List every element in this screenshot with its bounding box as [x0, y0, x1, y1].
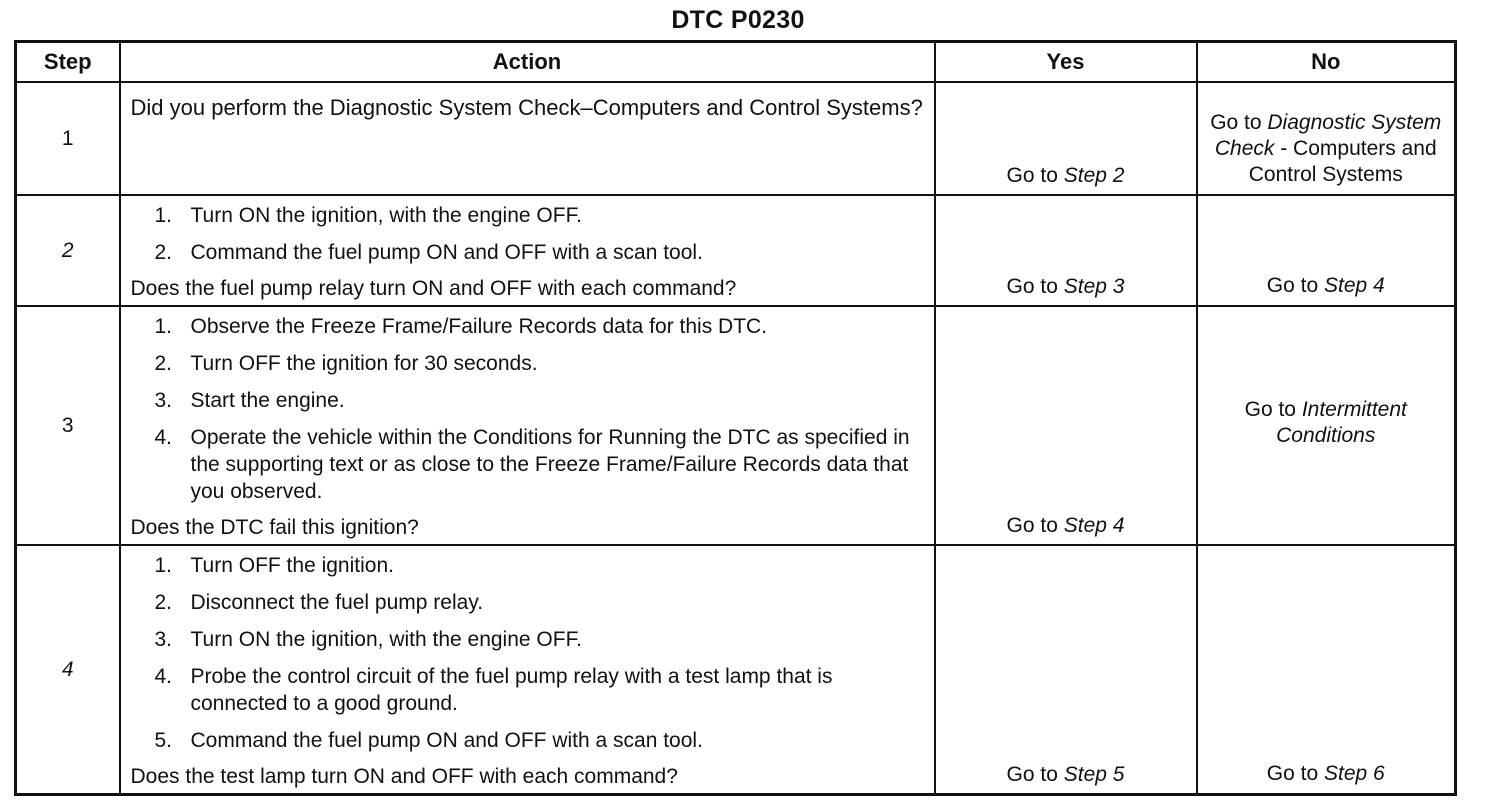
- action-item: 3. Start the engine.: [131, 387, 926, 414]
- yes-link[interactable]: Step 5: [1063, 763, 1125, 786]
- yes-prefix: Go to: [1006, 275, 1064, 298]
- action-item-text: Turn ON the ignition, with the engine OF…: [190, 628, 582, 651]
- action-cell: 1. Observe the Freeze Frame/Failure Recor…: [118, 305, 936, 546]
- action-question: Did you perform the Diagnostic System Ch…: [130, 95, 923, 120]
- yes-prefix: Go to: [1006, 514, 1064, 537]
- yes-cell: Go to Step 2: [933, 81, 1198, 196]
- action-item: 2. Turn OFF the ignition for 30 seconds.: [131, 350, 926, 377]
- action-item-number: 2.: [154, 591, 173, 614]
- yes-cell: Go to Step 5: [933, 544, 1198, 796]
- step-number: 1: [14, 81, 121, 196]
- action-item-number: 3.: [154, 628, 173, 651]
- action-item: 1. Observe the Freeze Frame/Failure Recor…: [131, 313, 926, 340]
- no-prefix: Go to: [1244, 397, 1302, 421]
- action-item-number: 1.: [154, 204, 173, 227]
- action-item-number: 4.: [154, 426, 173, 449]
- action-item-number: 2.: [154, 352, 173, 375]
- action-item-text: Probe the control circuit of the fuel pu…: [190, 665, 833, 715]
- action-question: Does the test lamp turn ON and OFF with …: [130, 765, 678, 788]
- no-link[interactable]: Step 4: [1323, 274, 1385, 297]
- step-number: 4: [14, 544, 121, 796]
- action-item-number: 4.: [154, 665, 173, 688]
- no-cell: Go to Intermittent Conditions: [1195, 305, 1457, 546]
- header-step: Step: [14, 40, 121, 83]
- action-item: 2. Disconnect the fuel pump relay.: [131, 589, 926, 616]
- no-cell: Go to Step 6: [1195, 544, 1457, 796]
- action-item-text: Command the fuel pump ON and OFF with a …: [190, 729, 703, 752]
- no-prefix: Go to: [1266, 274, 1324, 297]
- action-cell: 1. Turn ON the ignition, with the engine …: [118, 194, 936, 307]
- no-cell: Go to Diagnostic System Check - Computer…: [1195, 81, 1457, 196]
- table-row: 4 1. Turn OFF the ignition. 2. Disconnect …: [14, 544, 1457, 796]
- action-item: 1. Turn OFF the ignition.: [131, 552, 926, 579]
- yes-prefix: Go to: [1006, 164, 1064, 187]
- action-cell: 1. Turn OFF the ignition. 2. Disconnect th…: [118, 544, 936, 796]
- action-item-text: Observe the Freeze Frame/Failure Records…: [190, 315, 768, 338]
- action-item-text: Operate the vehicle within the Condition…: [190, 426, 910, 503]
- action-item-text: Turn OFF the ignition.: [190, 554, 394, 577]
- action-item: 4. Probe the control circuit of the fuel …: [131, 663, 926, 717]
- action-list: 1. Turn OFF the ignition. 2. Disconnect th…: [131, 552, 926, 754]
- action-item: 4. Operate the vehicle within the Conditi…: [131, 424, 926, 505]
- page-title: DTC P0230: [671, 6, 805, 34]
- action-item: 5. Command the fuel pump ON and OFF with …: [131, 727, 926, 754]
- diagnostic-table: Step Action Yes No 1 Did you perform the…: [14, 40, 1457, 796]
- action-item-number: 5.: [154, 729, 173, 752]
- action-item-text: Turn OFF the ignition for 30 seconds.: [190, 352, 538, 375]
- no-link[interactable]: Diagnostic System Check: [1214, 111, 1442, 160]
- no-prefix: Go to: [1266, 762, 1324, 785]
- step-number: 3: [14, 305, 121, 546]
- no-link[interactable]: Intermittent Conditions: [1276, 397, 1407, 447]
- header-action: Action: [118, 40, 936, 83]
- action-question: Does the fuel pump relay turn ON and OFF…: [130, 277, 737, 300]
- step-number: 2: [14, 194, 121, 307]
- action-item: 3. Turn ON the ignition, with the engine …: [131, 626, 926, 653]
- action-item-number: 1.: [154, 315, 173, 338]
- no-prefix: Go to: [1210, 111, 1268, 134]
- table-header-row: Step Action Yes No: [14, 40, 1457, 83]
- action-item-number: 2.: [154, 241, 173, 264]
- action-item-text: Start the engine.: [190, 389, 345, 412]
- action-list: 1. Turn ON the ignition, with the engine …: [131, 202, 926, 266]
- action-item: 1. Turn ON the ignition, with the engine …: [131, 202, 926, 229]
- yes-cell: Go to Step 3: [933, 194, 1198, 307]
- table-row: 2 1. Turn ON the ignition, with the engin…: [14, 194, 1457, 307]
- action-item: 2. Command the fuel pump ON and OFF with …: [131, 239, 926, 266]
- action-item-number: 1.: [154, 554, 173, 577]
- yes-link[interactable]: Step 4: [1063, 514, 1125, 537]
- header-no: No: [1195, 40, 1457, 83]
- header-yes: Yes: [933, 40, 1198, 83]
- yes-link[interactable]: Step 3: [1063, 275, 1125, 298]
- action-item-text: Turn ON the ignition, with the engine OF…: [190, 204, 582, 227]
- yes-link[interactable]: Step 2: [1063, 164, 1125, 187]
- action-list: 1. Observe the Freeze Frame/Failure Recor…: [131, 313, 926, 505]
- action-item-text: Command the fuel pump ON and OFF with a …: [190, 241, 703, 264]
- action-item-text: Disconnect the fuel pump relay.: [190, 591, 484, 614]
- action-question: Does the DTC fail this ignition?: [130, 516, 419, 539]
- no-link[interactable]: Step 6: [1323, 762, 1385, 785]
- action-cell: Did you perform the Diagnostic System Ch…: [118, 81, 936, 196]
- no-suffix: - Computers and Control Systems: [1248, 137, 1437, 186]
- action-item-number: 3.: [154, 389, 173, 412]
- table-row: 1 Did you perform the Diagnostic System …: [14, 81, 1457, 196]
- yes-prefix: Go to: [1006, 763, 1064, 786]
- no-cell: Go to Step 4: [1195, 194, 1457, 307]
- yes-cell: Go to Step 4: [933, 305, 1198, 546]
- table-row: 3 1. Observe the Freeze Frame/Failure Rec…: [14, 305, 1457, 546]
